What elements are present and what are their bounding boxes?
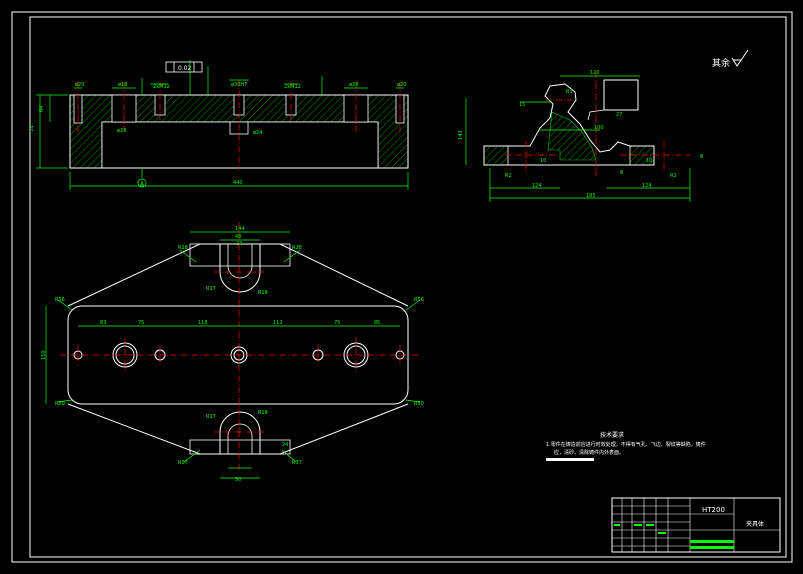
sheet-outer-border bbox=[11, 11, 793, 563]
dim-r-slot-bottom: R17 bbox=[206, 414, 216, 420]
dim-corner-bl: R50 bbox=[55, 401, 65, 407]
tech-req-line-2: 应，清砂，清除铸件内外表面。 bbox=[554, 449, 624, 456]
roughness-note: 其余 bbox=[712, 57, 730, 69]
dim-corner-br: R50 bbox=[414, 401, 424, 407]
dim-side-radius: R3 bbox=[566, 89, 573, 95]
dim-hole-center: ø30H7 bbox=[231, 82, 247, 88]
dim-bore-center: ø24 bbox=[253, 130, 262, 136]
dim-height-total: 74 bbox=[30, 126, 36, 132]
technical-requirements: 技术要求 1.零件在铸造前应进行时效处理，不得有气孔、飞边、裂纹等缺陷，铸件 应… bbox=[546, 431, 706, 461]
title-block-fills bbox=[614, 524, 734, 549]
side-view: 120 15 27 143 R3 100 124 124 185 R2 R2 1… bbox=[458, 70, 703, 202]
flatness-frame: 0.02 bbox=[165, 61, 203, 73]
side-right-foot bbox=[629, 145, 655, 166]
svg-text:A: A bbox=[140, 181, 145, 188]
roughness-symbol: 其余 bbox=[712, 49, 749, 69]
dim-side-b: 27 bbox=[616, 112, 622, 118]
dim-span-2: 75 bbox=[138, 320, 144, 326]
plan-dimension-lines bbox=[45, 231, 421, 479]
roughness-check-icon bbox=[731, 49, 749, 67]
front-view: 0.02 A ø20 ø18 ø28 2xM12 ø30H7 ø24 2xM12… bbox=[30, 60, 409, 190]
datum-a: A bbox=[137, 168, 147, 188]
dim-side-right-w: 124 bbox=[642, 183, 652, 189]
dim-span-5: 75 bbox=[334, 320, 340, 326]
flatness-value: 0.02 bbox=[178, 65, 192, 72]
dim-corner-tl: R56 bbox=[55, 297, 65, 303]
dim-counterbore-1: ø28 bbox=[117, 128, 126, 134]
dim-span-6: 85 bbox=[374, 320, 380, 326]
title-block: HT200 夹具体 bbox=[611, 497, 781, 553]
tech-req-line-1: 1.零件在铸造前应进行时效处理，不得有气孔、飞边、裂纹等缺陷，铸件 bbox=[546, 441, 706, 448]
dim-slot-bottom: 24 bbox=[282, 442, 288, 448]
dim-side-r-left: R2 bbox=[505, 173, 512, 179]
plan-dimension-texts: 144 48 24 R17 R28 R28 R18 R56 R56 R50 R5… bbox=[41, 226, 424, 483]
side-top-block bbox=[603, 79, 639, 111]
dim-slot-bottom-width: 50 bbox=[235, 477, 241, 483]
dim-hole-left: ø20 bbox=[75, 82, 84, 88]
dim-side-small-3: 8 bbox=[700, 154, 703, 160]
dim-chamfer-top-right: R28 bbox=[292, 245, 302, 251]
front-centerlines bbox=[77, 80, 401, 170]
dim-tapped-1: 2xM12 bbox=[153, 84, 170, 90]
dim-r-slot-top: R17 bbox=[206, 286, 216, 292]
dim-side-left-w: 124 bbox=[532, 183, 542, 189]
dim-hole-1: ø18 bbox=[118, 82, 127, 88]
plan-bottom-slot bbox=[189, 411, 291, 455]
sheet-inner-border bbox=[29, 16, 787, 558]
dim-chamfer-bottom-right: R37 bbox=[292, 460, 302, 466]
dim-r-top-small: R18 bbox=[258, 290, 268, 296]
side-dimension-texts: 120 15 27 143 R3 100 124 124 185 R2 R2 1… bbox=[458, 70, 703, 199]
title-block-material: HT200 bbox=[702, 506, 725, 514]
dim-side-a: 15 bbox=[519, 102, 525, 108]
side-centerlines bbox=[505, 72, 690, 176]
dim-side-total: 185 bbox=[586, 193, 596, 199]
dim-slot-top-center: 24 bbox=[236, 241, 242, 247]
dim-hole-2: ø28 bbox=[349, 82, 358, 88]
plan-view: 144 48 24 R17 R28 R28 R18 R56 R56 R50 R5… bbox=[41, 222, 424, 483]
dim-height-left: 64 bbox=[39, 106, 45, 112]
dim-side-r-right: R2 bbox=[670, 173, 677, 179]
dim-r-bottom-small: R18 bbox=[258, 410, 268, 416]
dim-tapped-2: 2xM12 bbox=[284, 84, 301, 90]
side-dimension-lines bbox=[465, 75, 691, 202]
dim-plan-height: 150 bbox=[41, 350, 47, 360]
dim-length: 440 bbox=[233, 180, 243, 186]
title-block-name: 夹具体 bbox=[746, 520, 764, 528]
dim-chamfer-top-left: R28 bbox=[178, 245, 188, 251]
dim-side-small-2: 10 bbox=[646, 158, 652, 164]
dim-span-3: 118 bbox=[198, 320, 208, 326]
dim-side-small-4: 8 bbox=[620, 170, 623, 176]
dim-side-small-1: 10 bbox=[540, 158, 546, 164]
dim-side-c: 100 bbox=[594, 125, 604, 131]
tech-req-heading: 技术要求 bbox=[600, 431, 624, 439]
front-dimension-texts: ø20 ø18 ø28 2xM12 ø30H7 ø24 2xM12 ø28 ø2… bbox=[30, 82, 406, 186]
dim-hole-right: ø20 bbox=[397, 82, 406, 88]
dim-top-width: 120 bbox=[590, 70, 600, 76]
tech-req-underline bbox=[546, 458, 594, 461]
plan-top-slot bbox=[189, 243, 291, 293]
dim-corner-tr: R56 bbox=[414, 297, 424, 303]
dim-span-1: 83 bbox=[100, 320, 106, 326]
plan-centerlines bbox=[60, 222, 420, 470]
dim-slot-top-width: 144 bbox=[235, 226, 245, 232]
dim-span-4: 112 bbox=[273, 320, 283, 326]
front-dimension-lines bbox=[36, 60, 409, 190]
side-left-foot bbox=[483, 145, 509, 166]
dim-side-height: 143 bbox=[458, 130, 464, 140]
dim-slot-top-inner: 48 bbox=[235, 234, 241, 240]
dim-chamfer-bottom-left: R37 bbox=[178, 460, 188, 466]
